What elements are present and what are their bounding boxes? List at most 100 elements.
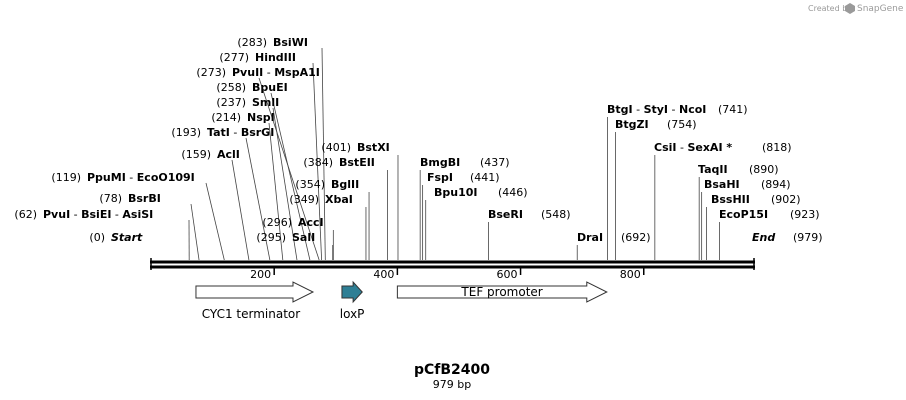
- enzyme-label: BstEII: [339, 156, 375, 169]
- enzyme-label: BsiWI: [273, 36, 308, 49]
- site-position: (979): [793, 231, 823, 244]
- site-position: (258): [216, 81, 246, 94]
- site-leader-line: [272, 107, 298, 261]
- site-position: (548): [541, 208, 571, 221]
- enzyme-label: SmlI: [252, 96, 279, 109]
- site-position: (692): [621, 231, 651, 244]
- site-position: (890): [749, 163, 779, 176]
- enzyme-label: BseRI: [488, 208, 523, 221]
- site-left: (214) NspI: [211, 111, 284, 261]
- sequence-backbone: [150, 258, 755, 270]
- enzyme-label: BpuEI: [252, 81, 288, 94]
- site-right-mid: FspI(441): [422, 171, 500, 260]
- axis-tick-label: 600: [497, 268, 518, 281]
- enzyme-label: CsiI - SexAI *: [654, 141, 732, 154]
- features-track: CYC1 terminator loxP TEF promoter: [195, 280, 608, 321]
- site-position: (295): [256, 231, 286, 244]
- site-position: (446): [498, 186, 528, 199]
- site-leader-line: [190, 203, 200, 261]
- enzyme-label: BsaHI: [704, 178, 740, 191]
- site-leader-line: [321, 47, 326, 261]
- enzyme-label: AccI: [298, 216, 324, 229]
- plasmid-length: 979 bp: [433, 378, 471, 391]
- site-position: (384): [303, 156, 333, 169]
- site-leader-line: [205, 182, 225, 261]
- site-position: (902): [771, 193, 801, 206]
- site-position: (754): [667, 118, 697, 131]
- snapgene-logo-icon: [845, 3, 855, 14]
- site-left: (159)AclI: [181, 148, 250, 261]
- enzyme-label: PvuI - BsiEI - AsiSI: [43, 208, 153, 221]
- site-right-mid: BseRI (548): [488, 208, 571, 260]
- site-position: (159): [181, 148, 211, 161]
- site-position: (283): [237, 36, 267, 49]
- site-position: (237): [216, 96, 246, 109]
- site-leader-line: [231, 159, 250, 261]
- enzyme-label: NspI: [247, 111, 275, 124]
- site-mid: (354) BglII: [295, 178, 370, 260]
- site-left: (258) BpuEI: [216, 81, 311, 261]
- site-right: CsiI - SexAI * (818): [654, 141, 792, 260]
- axis-tick-label: 800: [620, 268, 641, 281]
- feature-label: loxP: [340, 307, 365, 321]
- site-mid: (401) BstXI: [321, 141, 399, 260]
- site-right: BsaHI (894): [701, 178, 791, 260]
- feature-tef-promoter: TEF promoter: [396, 281, 608, 303]
- site-position: (818): [762, 141, 792, 154]
- site-right-mid: Bpu10I (446): [425, 186, 528, 260]
- feature-arrow: [195, 281, 315, 303]
- site-position: (296): [262, 216, 292, 229]
- feature-label: CYC1 terminator: [202, 307, 301, 321]
- site-mid: (384) BstEII: [303, 156, 388, 260]
- site-position: (354): [295, 178, 325, 191]
- site-right: BtgZI (754): [615, 118, 697, 260]
- enzyme-label: BssHII: [711, 193, 750, 206]
- site-position: (894): [761, 178, 791, 191]
- plasmid-title: pCfB2400: [414, 362, 490, 378]
- site-position: (78): [99, 192, 122, 205]
- site-position: (193): [171, 126, 201, 139]
- site-right-mid: BmgBI (437): [419, 156, 510, 260]
- enzyme-label: Bpu10I: [434, 186, 478, 199]
- site-left: (283) BsiWI: [237, 36, 326, 261]
- site-left: (277)HindIII: [219, 51, 323, 261]
- feature-loxp: loxP: [340, 280, 365, 321]
- site-position: (119): [51, 171, 81, 184]
- axis-tick-label: 400: [373, 268, 394, 281]
- site-position: (401): [321, 141, 351, 154]
- enzyme-label: BmgBI: [420, 156, 460, 169]
- site-right: TaqII(890): [698, 163, 779, 260]
- site-position: (741): [718, 103, 748, 116]
- enzyme-label: Start: [111, 231, 143, 244]
- feature-cyc1-terminator: CYC1 terminator: [195, 281, 315, 321]
- site-mid: (296) AccI: [262, 216, 334, 260]
- site-right-mid: DraI (692): [576, 231, 651, 260]
- axis-tick-label: 200: [250, 268, 271, 281]
- site-position: (437): [480, 156, 510, 169]
- site-position: (273): [196, 66, 226, 79]
- site-mid: (295)SalI: [256, 231, 334, 260]
- enzyme-label: BglII: [331, 178, 359, 191]
- site-leader-line: [312, 62, 323, 261]
- site-leader-line: [245, 137, 271, 261]
- site-left: (0)Start: [89, 231, 143, 244]
- enzyme-label: FspI: [427, 171, 453, 184]
- enzyme-label: BstXI: [357, 141, 390, 154]
- site-leader-line: [268, 122, 284, 261]
- enzyme-label: DraI: [577, 231, 603, 244]
- enzyme-label: BtgZI: [615, 118, 649, 131]
- feature-arrow: [341, 280, 363, 304]
- site-position: (214): [211, 111, 241, 124]
- enzyme-label: TatI - BsrGI: [207, 126, 274, 139]
- site-right: EcoP15I(923): [719, 208, 820, 260]
- site-leader-line: [270, 92, 311, 261]
- site-left: (119)PpuMI - EcoO109I: [51, 171, 225, 261]
- enzyme-label: BtgI - StyI - NcoI: [607, 103, 706, 116]
- site-position: (62): [14, 208, 37, 221]
- brand-text: SnapGene: [857, 4, 904, 14]
- site-position: (349): [289, 193, 319, 206]
- restriction-sites: (283)BsiWI(277)HindIII(273)PvuII - MspA1…: [14, 36, 823, 261]
- feature-label: TEF promoter: [460, 285, 542, 299]
- feature-arrow: [396, 281, 608, 303]
